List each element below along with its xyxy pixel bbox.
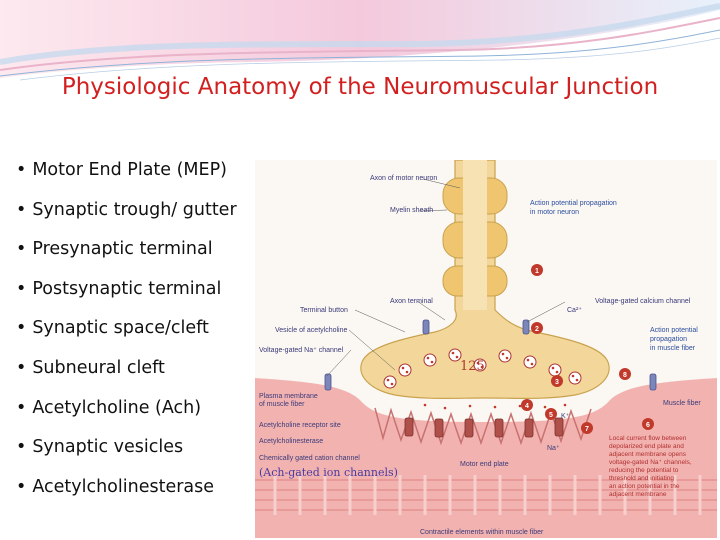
label-ap-muscle-3: in muscle fiber	[650, 345, 696, 352]
label-local-current-3: adjacent membrane opens	[609, 451, 687, 458]
step-number: 7	[585, 426, 589, 433]
step-number: 5	[549, 412, 553, 419]
label-local-current-4: voltage-gated Na⁺ channels,	[609, 459, 692, 466]
bullet-item: •Motor End Plate (MEP)	[16, 160, 251, 200]
label-axon-terminal: Axon terminal	[390, 298, 433, 305]
label-ap-muscle-2: propagation	[650, 336, 687, 343]
bullet-dot-icon: •	[16, 397, 27, 418]
step-number: 1	[535, 268, 539, 275]
label-calcium-ion: Ca²⁺	[567, 307, 582, 314]
bullet-text: Acetylcholine (Ach)	[32, 397, 202, 418]
step-badge-2	[531, 322, 543, 334]
voltage-gated-channels	[324, 319, 657, 391]
step-badges: 1 2 3 4 5 6 7 8	[521, 264, 654, 434]
bullet-item: •Postsynaptic terminal	[16, 279, 251, 319]
step-number: 4	[525, 403, 529, 410]
bullet-dot-icon: •	[16, 437, 27, 458]
bullet-dot-icon: •	[16, 199, 27, 220]
step-badge-4	[521, 399, 533, 411]
label-vesicle-ach: Vesicle of acetylcholine	[275, 327, 347, 334]
step-number: 2	[535, 326, 539, 333]
bullet-item: •Synaptic space/cleft	[16, 318, 251, 358]
label-acetylcholinesterase: Acetylcholinesterase	[259, 438, 323, 445]
label-motor-end-plate: Motor end plate	[460, 461, 509, 468]
label-vg-na-channel: Voltage-gated Na⁺ channel	[259, 347, 344, 354]
label-ach-receptor-site: Acetylcholine receptor site	[259, 422, 341, 429]
label-local-current-5: reducing the potential to	[609, 467, 679, 474]
page-title: Physiologic Anatomy of the Neuromuscular…	[61, 74, 659, 100]
bullet-item: •Presynaptic terminal	[16, 239, 251, 279]
step-number: 6	[646, 422, 650, 429]
label-vg-calcium-channel: Voltage-gated calcium channel	[595, 298, 691, 305]
nmj-diagram: 1 2 3 4 5 6 7 8 Axon of motor neuron Mye…	[255, 160, 717, 538]
step-number: 8	[623, 372, 627, 379]
contractile-elements	[255, 479, 717, 511]
label-ap-muscle-1: Action potential	[650, 327, 698, 334]
bullet-text: Subneural cleft	[32, 357, 165, 378]
label-axon: Axon of motor neuron	[370, 175, 437, 182]
label-ap-motor-2: in motor neuron	[530, 209, 579, 216]
label-terminal-button: Terminal button	[300, 307, 348, 314]
label-muscle-fiber: Muscle fiber	[663, 400, 701, 407]
label-local-current-8: adjacent membrane	[609, 491, 667, 498]
step-badge-8	[619, 368, 631, 380]
label-potassium-ion: K⁺	[561, 413, 570, 420]
label-local-current-2: depolarized end plate and	[609, 443, 684, 450]
bullet-item: •Acetylcholinesterase	[16, 477, 251, 517]
acetylcholine-molecules	[386, 351, 579, 410]
label-plasma-membrane-2: of muscle fiber	[259, 401, 305, 408]
handwritten-number: 125	[460, 359, 485, 374]
bullet-item: •Synaptic trough/ gutter	[16, 200, 251, 240]
bullet-text: Presynaptic terminal	[32, 239, 213, 260]
bullet-list: •Motor End Plate (MEP) •Synaptic trough/…	[16, 160, 251, 516]
label-ap-motor-1: Action potential propagation	[530, 200, 617, 207]
bullet-dot-icon: •	[16, 160, 27, 180]
bullet-text: Synaptic space/cleft	[32, 318, 209, 339]
step-badge-7	[581, 422, 593, 434]
label-sodium-ion: Na⁺	[547, 445, 560, 452]
decorative-banner	[0, 0, 720, 81]
bullet-item: •Synaptic vesicles	[16, 437, 251, 477]
label-ach-gated-ion-channels: (Ach-gated ion channels)	[259, 466, 398, 479]
bullet-dot-icon: •	[16, 318, 27, 339]
bullet-text: Acetylcholinesterase	[32, 476, 215, 497]
label-local-current-6: threshold and initiating	[609, 475, 674, 482]
contractile-stripes	[273, 475, 702, 515]
step-number: 3	[555, 379, 559, 386]
step-badge-5	[545, 408, 557, 420]
axon-core	[463, 160, 487, 310]
bullet-item: •Subneural cleft	[16, 358, 251, 398]
label-local-current-1: Local current flow between	[609, 435, 687, 442]
label-plasma-membrane-1: Plasma membrane	[259, 393, 318, 400]
label-chemically-gated-channel: Chemically gated cation channel	[259, 455, 360, 462]
leader-lines	[326, 178, 566, 377]
step-badge-6	[642, 418, 654, 430]
step-badge-3	[551, 375, 563, 387]
bullet-dot-icon: •	[16, 278, 27, 299]
bullet-item: •Acetylcholine (Ach)	[16, 398, 251, 438]
label-local-current-7: an action potential in the	[609, 483, 680, 490]
bullet-dot-icon: •	[16, 239, 27, 260]
bullet-text: Synaptic vesicles	[32, 437, 184, 458]
bullet-text: Postsynaptic terminal	[32, 278, 222, 299]
bullet-text: Motor End Plate (MEP)	[32, 160, 227, 180]
synaptic-vesicles	[383, 348, 582, 389]
label-contractile-elements: Contractile elements within muscle fiber	[420, 529, 544, 536]
ach-receptor-channels	[404, 417, 564, 438]
bullet-text: Synaptic trough/ gutter	[32, 199, 237, 220]
bullet-dot-icon: •	[16, 476, 27, 497]
label-myelin-sheath: Myelin sheath	[390, 207, 433, 214]
step-badge-1	[531, 264, 543, 276]
bullet-dot-icon: •	[16, 357, 27, 378]
